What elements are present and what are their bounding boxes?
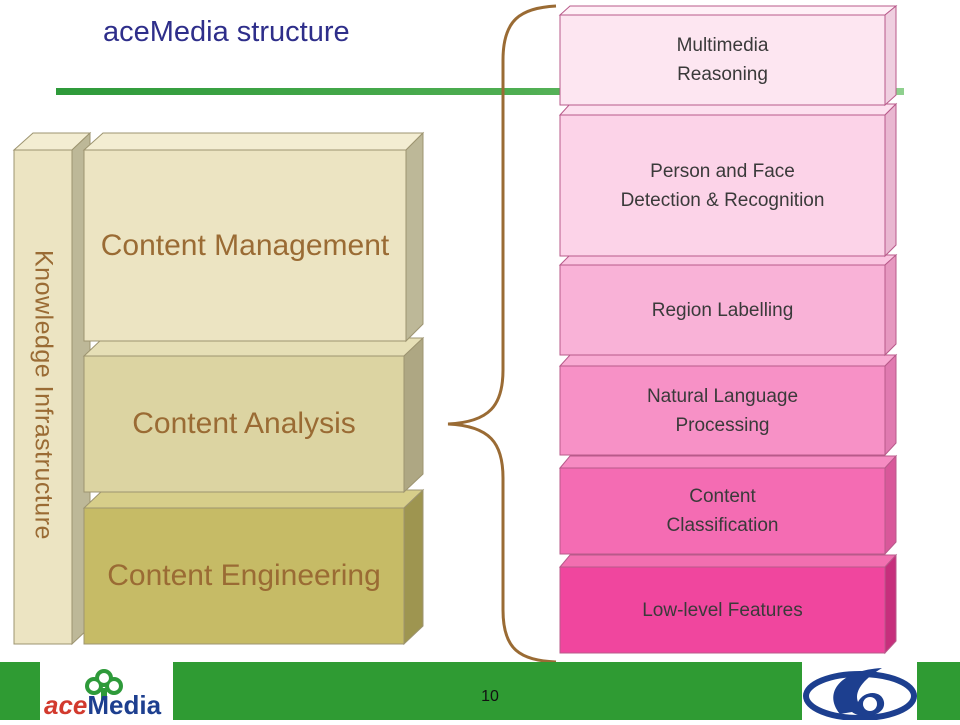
content-management-face: Content Management xyxy=(84,150,406,341)
person-face-detection-label: Person and Face Detection & Recognition xyxy=(620,160,825,211)
content-engineering-label: Content Engineering xyxy=(107,559,381,592)
multimedia-reasoning-face: Multimedia Reasoning xyxy=(560,15,885,105)
content-engineering-block xyxy=(82,488,425,646)
content-analysis-label: Content Analysis xyxy=(132,407,356,440)
content-management-block xyxy=(82,131,425,343)
multimedia-reasoning-block xyxy=(558,4,898,107)
fp6-logo-icon xyxy=(803,668,917,721)
content-classification-label: Content Classification xyxy=(666,486,779,536)
acemedia-logo: aceMedia xyxy=(40,662,173,720)
knowledge-infrastructure-text: Knowledge Infrastructure xyxy=(29,250,58,540)
region-labelling-face: Region Labelling xyxy=(560,265,885,355)
region-labelling-label: Region Labelling xyxy=(651,299,794,321)
natural-language-processing-label: Natural Language Processing xyxy=(646,385,799,436)
natural-language-processing-block xyxy=(558,353,898,457)
content-classification-face: Content Classification xyxy=(560,468,885,554)
multimedia-reasoning-label: Multimedia Reasoning xyxy=(676,35,769,85)
low-level-features-face: Low-level Features xyxy=(560,567,885,653)
person-face-detection-face: Person and Face Detection & Recognition xyxy=(560,115,885,256)
knowledge-infrastructure-label: Knowledge Infrastructure xyxy=(15,150,71,640)
title-underline xyxy=(56,88,904,95)
content-analysis-face: Content Analysis xyxy=(84,356,404,492)
region-labelling-block xyxy=(558,253,898,357)
page-number: 10 xyxy=(481,688,499,705)
content-analysis-block xyxy=(82,336,425,494)
content-management-label: Content Management xyxy=(100,228,390,262)
slide-title: aceMedia structure xyxy=(103,16,350,48)
fp6-logo xyxy=(802,662,917,721)
low-level-features-block xyxy=(558,553,898,655)
acemedia-logo-icon: aceMedia xyxy=(44,669,162,720)
content-classification-block xyxy=(558,454,898,556)
svg-text:aceMedia: aceMedia xyxy=(44,690,162,720)
content-engineering-face: Content Engineering xyxy=(84,508,404,644)
low-level-features-label: Low-level Features xyxy=(642,599,803,621)
natural-language-processing-face: Natural Language Processing xyxy=(560,366,885,455)
person-face-detection-block xyxy=(558,102,898,258)
